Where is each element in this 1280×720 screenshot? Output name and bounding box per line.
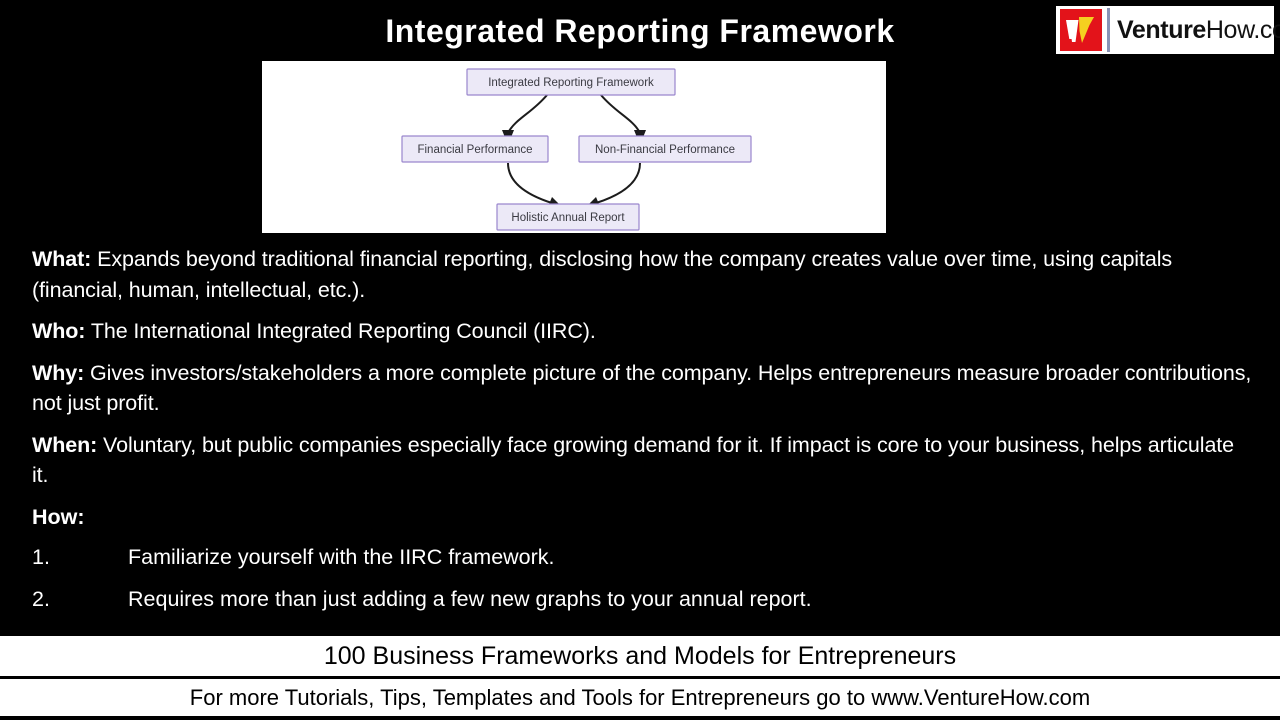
body-paragraph-when: When: Voluntary, but public companies es… bbox=[32, 430, 1254, 491]
how-step-text: Requires more than just adding a few new… bbox=[128, 586, 812, 611]
flow-node-non-financial-performance: Non-Financial Performance bbox=[578, 135, 752, 163]
flow-node-holistic-annual-report: Holistic Annual Report bbox=[496, 203, 640, 231]
body-text-why: Gives investors/stakeholders a more comp… bbox=[32, 360, 1252, 416]
footer-tagline-bar: For more Tutorials, Tips, Templates and … bbox=[0, 679, 1280, 716]
body-text-who: The International Integrated Reporting C… bbox=[85, 319, 596, 343]
flow-edge-root-to-financial bbox=[507, 94, 548, 134]
brand-wordmark: VentureHow.com bbox=[1117, 16, 1280, 44]
flow-node-label: Holistic Annual Report bbox=[511, 212, 625, 224]
body-label-why: Why: bbox=[32, 360, 85, 385]
how-step-number: 1. bbox=[32, 545, 50, 569]
flowchart-svg: Integrated Reporting Framework Financial… bbox=[401, 68, 752, 231]
body-label-who: Who: bbox=[32, 319, 86, 343]
body-text-when: Voluntary, but public companies especial… bbox=[32, 432, 1235, 488]
brand-word-venture: Venture bbox=[1117, 16, 1206, 44]
flow-edge-nonfinancial-to-report bbox=[595, 162, 641, 204]
flow-node-financial-performance: Financial Performance bbox=[401, 135, 549, 163]
brand-logo[interactable]: VentureHow.com bbox=[1056, 6, 1280, 54]
brand-word-howcom: How.com bbox=[1205, 16, 1280, 44]
body-paragraph-who: Who: The International Integrated Report… bbox=[32, 316, 1254, 347]
venturehow-v-mark-icon bbox=[1060, 9, 1102, 51]
body-paragraph-why: Why: Gives investors/stakeholders a more… bbox=[32, 358, 1254, 419]
page-title: Integrated Reporting Framework bbox=[385, 13, 895, 49]
flow-node-label: Financial Performance bbox=[417, 144, 532, 156]
body-text-what: Expands beyond traditional financial rep… bbox=[32, 247, 1173, 302]
how-step-number: 2. bbox=[32, 586, 50, 611]
logo-divider bbox=[1107, 8, 1110, 52]
body-content: What: Expands beyond traditional financi… bbox=[32, 244, 1254, 625]
body-label-what: What: bbox=[32, 247, 92, 271]
flowchart-panel: Integrated Reporting Framework Financial… bbox=[262, 61, 886, 233]
how-step-1: 1. Familiarize yourself with the IIRC fr… bbox=[32, 542, 1254, 573]
flow-node-label: Non-Financial Performance bbox=[595, 144, 735, 156]
flow-edge-financial-to-report bbox=[507, 162, 553, 204]
flow-edge-root-to-nonfinancial bbox=[600, 94, 641, 134]
body-label-how: How: bbox=[32, 504, 85, 529]
flow-node-integrated-reporting-framework: Integrated Reporting Framework bbox=[466, 68, 676, 96]
body-label-when: When: bbox=[32, 432, 98, 457]
how-step-2: 2. Requires more than just adding a few … bbox=[32, 584, 1254, 615]
how-step-text: Familiarize yourself with the IIRC frame… bbox=[128, 545, 555, 569]
body-paragraph-what: What: Expands beyond traditional financi… bbox=[32, 244, 1254, 305]
flow-node-label: Integrated Reporting Framework bbox=[488, 77, 654, 89]
footer-title: 100 Business Frameworks and Models for E… bbox=[323, 642, 957, 670]
footer-tagline: For more Tutorials, Tips, Templates and … bbox=[189, 684, 1091, 710]
footer-title-bar: 100 Business Frameworks and Models for E… bbox=[0, 636, 1280, 676]
